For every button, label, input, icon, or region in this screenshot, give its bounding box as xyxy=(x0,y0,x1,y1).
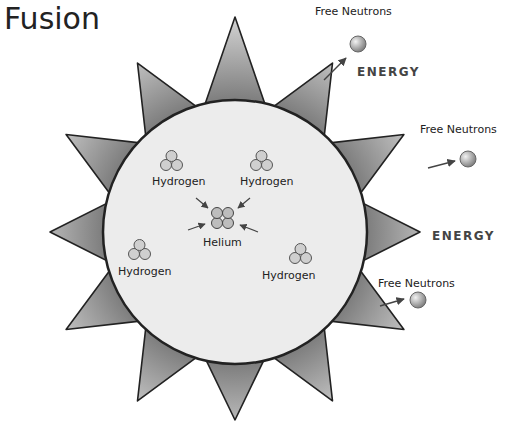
neutron-label: Free Neutrons xyxy=(378,278,455,291)
atom-label: Helium xyxy=(203,237,242,250)
fusion-arrows xyxy=(188,198,258,232)
neutron-label: Free Neutrons xyxy=(315,6,392,19)
atom-label: Hydrogen xyxy=(118,266,172,279)
sun-core xyxy=(103,100,367,364)
energy-label: ENERGY xyxy=(432,230,495,244)
sun-petals xyxy=(50,17,420,420)
hydrogen-atoms xyxy=(129,151,312,264)
free-neutrons xyxy=(350,36,476,308)
atom-label: Hydrogen xyxy=(262,270,316,283)
diagram-title: Fusion xyxy=(4,2,100,37)
neutron-label: Free Neutrons xyxy=(420,124,497,137)
helium-atom xyxy=(212,208,234,229)
neutron-arrows xyxy=(324,58,455,306)
energy-label: ENERGY xyxy=(357,66,420,80)
atom-label: Hydrogen xyxy=(240,176,294,189)
atom-label: Hydrogen xyxy=(152,176,206,189)
